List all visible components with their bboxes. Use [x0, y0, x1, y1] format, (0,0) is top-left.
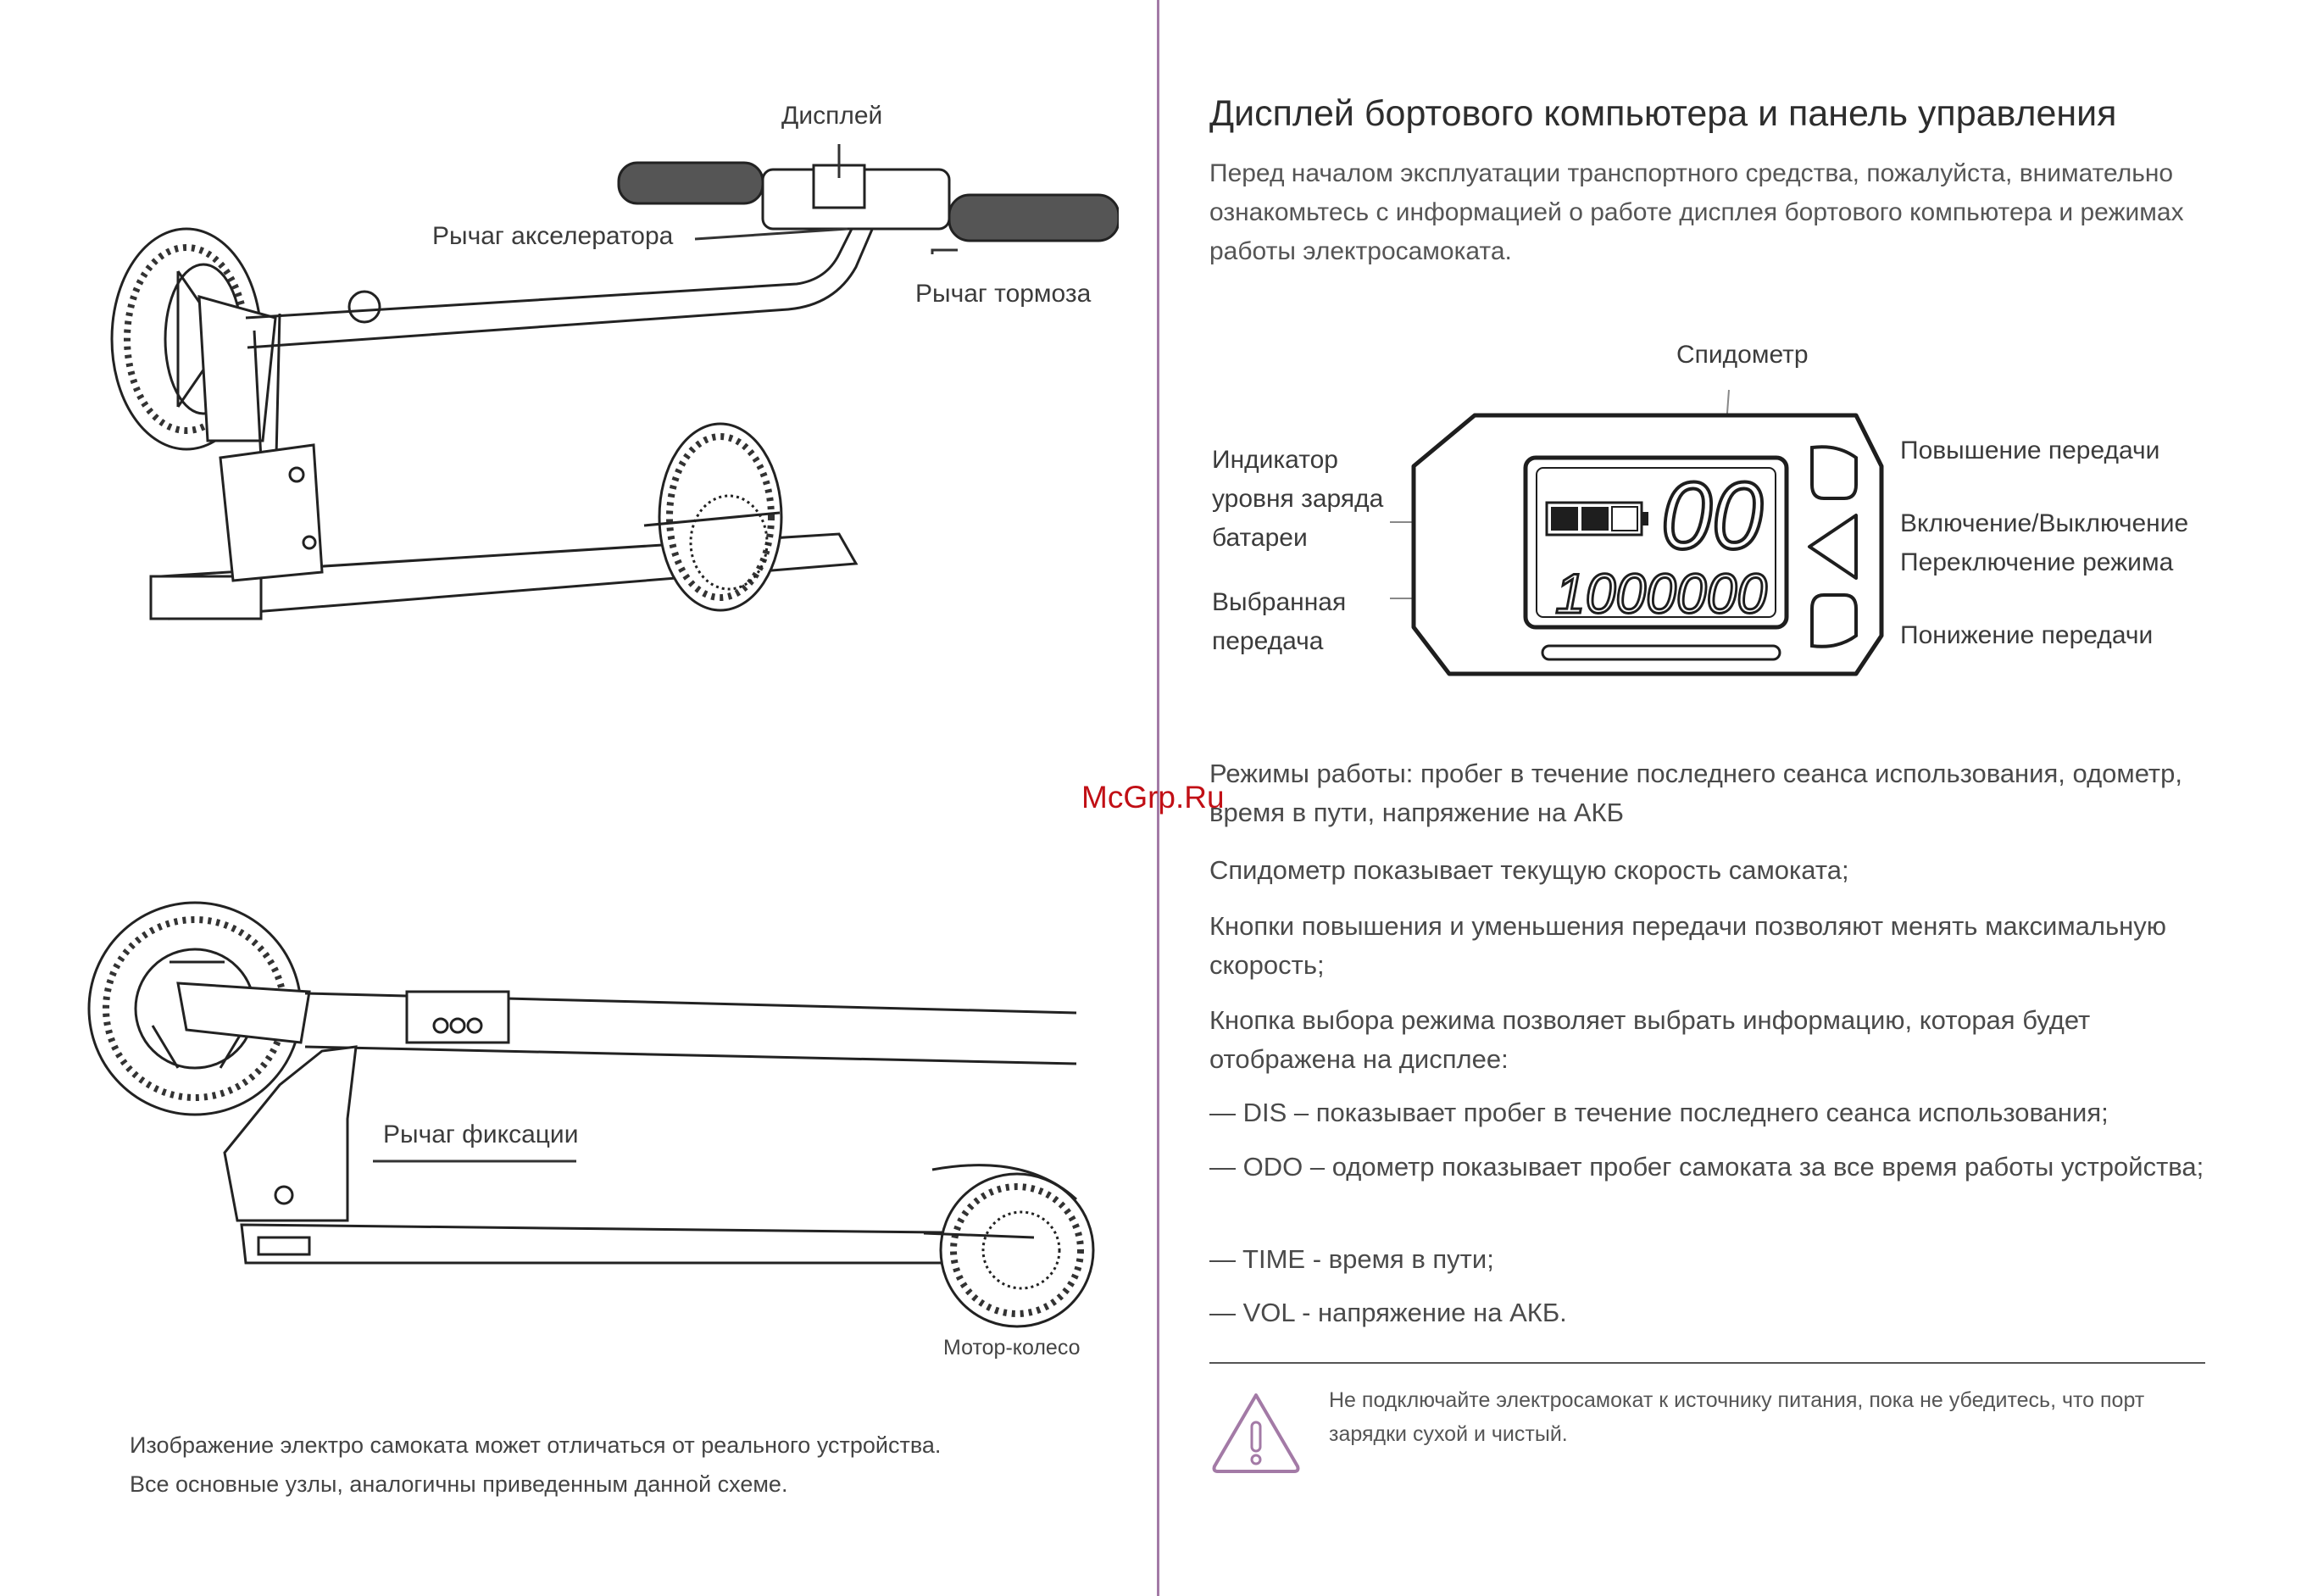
battery-label-line-2: уровня заряда [1212, 485, 1384, 513]
battery-level-icon [1545, 501, 1648, 537]
warning-text: Не подключайте электросамокат к источник… [1329, 1388, 2145, 1446]
battery-indicator-label: Индикатор уровня заряда батареи [1212, 441, 1383, 558]
note-line-1: Изображение электро самоката может отлич… [130, 1432, 942, 1458]
paragraph-odo: — ODO – одометр показывает пробег самока… [1209, 1152, 2204, 1182]
paragraph-gear-buttons: Кнопки повышения и уменьшения передачи п… [1209, 911, 2167, 980]
lock-lever-label: Рычаг фиксации [383, 1121, 579, 1148]
paragraph-mode-button: Кнопка выбора режима позволяет выбрать и… [1209, 1005, 2091, 1074]
paragraph-speedometer: Спидометр показывает текущую скорость са… [1209, 855, 1849, 885]
speed-digits: 00 [1661, 463, 1763, 569]
paragraph-time: — TIME - время в пути; [1209, 1244, 1494, 1274]
gear-up-label: Повышение передачи [1900, 437, 2160, 464]
gear-up-button[interactable] [1810, 445, 1858, 500]
scooter-illustration-top [110, 144, 1119, 620]
battery-label-line-3: батареи [1212, 524, 1308, 552]
watermark: McGrp.Ru [1081, 780, 1225, 815]
section-title: Дисплей бортового компьютера и панель уп… [1209, 93, 2117, 134]
disclaimer-note: Изображение электро самоката может отлич… [130, 1426, 1062, 1504]
odometer-digits: 1000000 [1555, 562, 1767, 625]
scooter-illustration-bottom [87, 901, 1095, 1328]
intro-paragraph: Перед началом эксплуатации транспортного… [1209, 159, 2184, 265]
gear-label-line-1: Выбранная [1212, 588, 1347, 616]
paragraph-vol: — VOL - напряжение на АКБ. [1209, 1298, 1567, 1327]
power-label-line-2: Переключение режима [1900, 548, 2174, 576]
power-label-line-1: Включение/Выключение [1900, 509, 2189, 537]
gear-down-button[interactable] [1810, 593, 1858, 648]
lcd-display-diagram: 00 1000000 [1390, 389, 1884, 676]
gear-label-line-2: передача [1212, 627, 1324, 655]
motor-wheel-label: Мотор-колесо [943, 1336, 1081, 1360]
warning-divider [1209, 1362, 2205, 1364]
accelerator-lever-label: Рычаг акселератора [432, 222, 674, 250]
speedometer-label: Спидометр [1676, 341, 1809, 369]
power-mode-button[interactable] [1808, 514, 1858, 580]
gear-down-label: Понижение передачи [1900, 621, 2154, 649]
power-mode-label: Включение/Выключение Переключение режима [1900, 504, 2188, 582]
note-line-2: Все основные узлы, аналогичны приведенны… [130, 1471, 788, 1497]
battery-label-line-1: Индикатор [1212, 446, 1338, 474]
paragraph-dis: — DIS – показывает пробег в течение посл… [1209, 1098, 2109, 1127]
selected-gear-label: Выбранная передача [1212, 583, 1346, 661]
display-label: Дисплей [781, 102, 883, 130]
page-divider [1157, 0, 1159, 1596]
warning-icon [1212, 1393, 1300, 1473]
brake-lever-label: Рычаг тормоза [915, 280, 1092, 308]
paragraph-modes: Режимы работы: пробег в течение последне… [1209, 759, 2182, 827]
